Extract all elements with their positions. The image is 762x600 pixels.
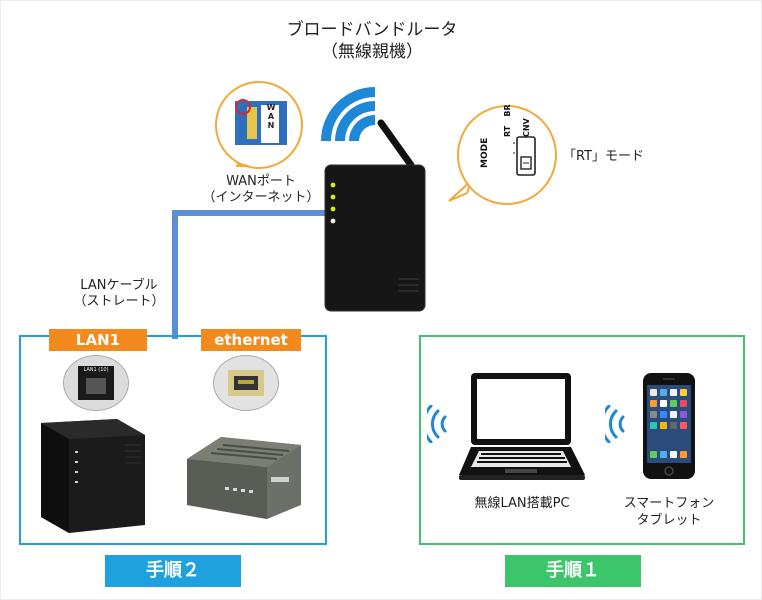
ethernet-tag: ethernet [201,329,301,351]
router-body [325,165,425,311]
wan-port-sublabel: （インターネット） [202,190,320,205]
onu-device [41,419,145,533]
laptop-device [459,373,585,480]
router-wifi-icon [321,87,375,141]
cable-label: LANケーブル [80,278,158,293]
tablet-label: タブレット [636,513,702,528]
phone-wifi-icon [605,405,625,443]
router-title: ブロードバンドルータ [286,20,458,40]
wan-port-highlight [235,99,251,115]
pc-label: 無線LAN搭載PC [474,496,570,511]
router-status-leds [330,182,336,224]
router-device [321,87,426,312]
mode-label: 「RT」モード [563,149,645,164]
phone-label: スマートフォン [623,496,715,511]
mode-switch-slot [516,136,536,176]
step1-label: 手順１ [505,555,641,587]
wan-port-bubble: WAN [215,81,303,169]
lan1-tag: LAN1 [49,329,147,351]
wan-port-text: WAN [266,103,276,130]
pc-wifi-icon [427,405,447,443]
cable-sublabel: （ストレート） [73,294,165,309]
lan1-port-closeup: LAN1 (10) [63,355,129,411]
mode-switch-knob [520,156,532,170]
wan-port-label: WANポート [226,174,296,189]
router-subtitle: （無線親機） [321,42,423,62]
smartphone-device [643,373,695,479]
mode-position-br: BR [503,104,512,117]
lan-cable-line [172,210,331,339]
step2-box [19,335,327,545]
lan1-port-text: LAN1 (10) [83,367,109,373]
mode-switch-bubble: MODE RT BR CNV [457,104,557,205]
ethernet-port-closeup [213,355,279,411]
step2-label: 手順２ [105,555,241,587]
step1-box [419,335,745,545]
mode-text: MODE [480,137,490,168]
modem-device [187,437,301,519]
router-antenna [377,119,415,169]
